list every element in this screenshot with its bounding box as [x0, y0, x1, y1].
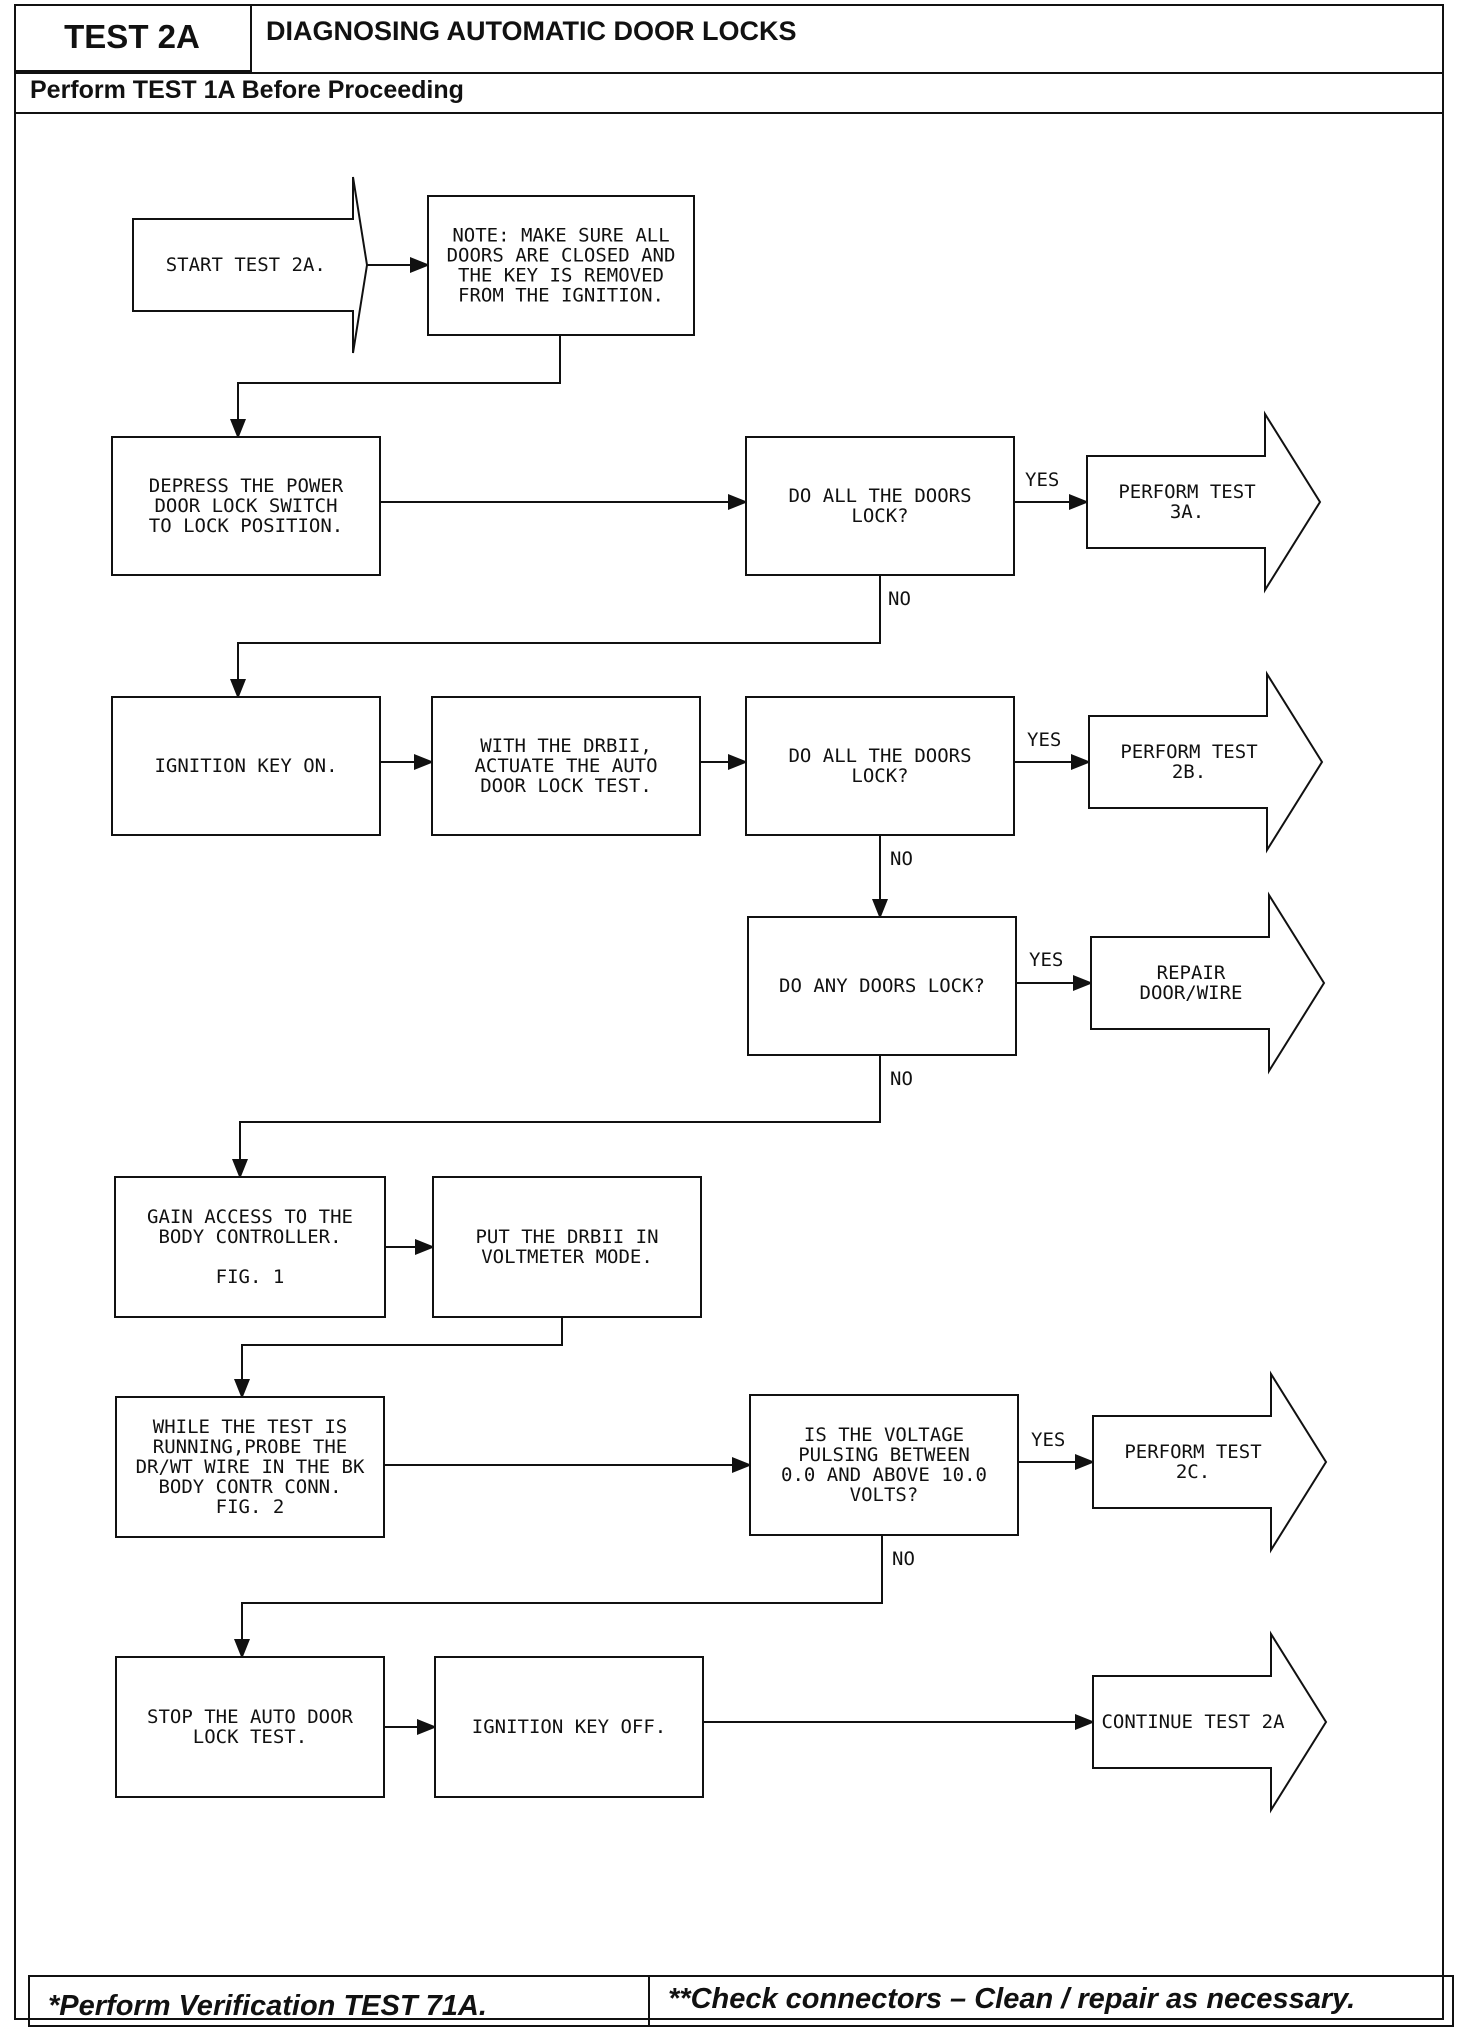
- gain_access-line-0: GAIN ACCESS TO THE: [147, 1206, 353, 1228]
- ign_off-box: [434, 1656, 704, 1798]
- res2-line-1: 2B.: [1172, 761, 1206, 783]
- q3-line-0: DO ANY DOORS LOCK?: [779, 975, 985, 997]
- res3-line-0: REPAIR: [1157, 962, 1226, 984]
- drb_auto-line-2: DOOR LOCK TEST.: [480, 775, 652, 797]
- res5-line-0: CONTINUE TEST 2A: [1101, 1711, 1285, 1733]
- q1-line-1: LOCK?: [851, 505, 908, 527]
- note-line-2: THE KEY IS REMOVED: [458, 265, 664, 287]
- voltmeter-line-1: VOLTMETER MODE.: [481, 1246, 653, 1268]
- probe-line-2: DR/WT WIRE IN THE BK: [136, 1456, 365, 1478]
- start-arrow-shape: [132, 176, 369, 354]
- q2-box: [745, 696, 1015, 836]
- q4-line-3: VOLTS?: [850, 1484, 919, 1506]
- probe-line-4: FIG. 2: [216, 1496, 285, 1518]
- ign_off-line-0: IGNITION KEY OFF.: [472, 1716, 666, 1738]
- header-divider: [14, 72, 1444, 74]
- ign_on-line-0: IGNITION KEY ON.: [154, 755, 337, 777]
- res4-line-0: PERFORM TEST: [1124, 1441, 1261, 1463]
- yes-label-2: YES: [1029, 949, 1063, 971]
- no-label-0: NO: [888, 588, 911, 610]
- stop-line-0: STOP THE AUTO DOOR: [147, 1706, 353, 1728]
- yes-label-1: YES: [1027, 729, 1061, 751]
- res1-arrow-shape: [1086, 410, 1322, 594]
- voltmeter-box: [432, 1176, 702, 1318]
- drb_auto-box: [431, 696, 701, 836]
- stop-box: [115, 1656, 385, 1798]
- probe-line-0: WHILE THE TEST IS: [153, 1416, 347, 1438]
- res1-line-0: PERFORM TEST: [1118, 481, 1255, 503]
- res2-line-0: PERFORM TEST: [1120, 741, 1257, 763]
- res2-arrow-shape: [1088, 670, 1324, 854]
- yes-label-0: YES: [1025, 469, 1059, 491]
- note-line-1: DOORS ARE CLOSED AND: [447, 245, 676, 267]
- probe-line-3: BODY CONTR CONN.: [158, 1476, 341, 1498]
- footer-connector-note: **Check connectors – Clean / repair as n…: [668, 1983, 1356, 2015]
- q3-box: [747, 916, 1017, 1056]
- gain_access-line-1: BODY CONTROLLER.: [158, 1226, 341, 1248]
- res3-line-1: DOOR/WIRE: [1140, 982, 1243, 1004]
- res5-arrow-shape: [1092, 1630, 1328, 1814]
- connector-15: [234, 1535, 883, 1659]
- header-divider-2: [14, 112, 1444, 114]
- depress-box: [111, 436, 381, 576]
- q4-line-0: IS THE VOLTAGE: [804, 1424, 964, 1446]
- prerequisite-note: Perform TEST 1A Before Proceeding: [30, 76, 464, 104]
- page-frame: [14, 4, 1444, 2020]
- drb_auto-line-0: WITH THE DRBII,: [480, 735, 652, 757]
- res4-arrow-shape: [1092, 1370, 1328, 1554]
- probe-line-1: RUNNING,PROBE THE: [153, 1436, 347, 1458]
- voltmeter-line-0: PUT THE DRBII IN: [475, 1226, 658, 1248]
- no-label-3: NO: [892, 1548, 915, 1570]
- depress-line-0: DEPRESS THE POWER: [149, 475, 344, 497]
- no-label-2: NO: [890, 1068, 913, 1090]
- q4-line-2: 0.0 AND ABOVE 10.0: [781, 1464, 987, 1486]
- page-title: DIAGNOSING AUTOMATIC DOOR LOCKS: [266, 16, 797, 46]
- start-line-0: START TEST 2A.: [166, 254, 326, 276]
- depress-line-1: DOOR LOCK SWITCH: [154, 495, 337, 517]
- footer-divider: [648, 1975, 650, 2027]
- gain_access-box: [114, 1176, 386, 1318]
- q1-line-0: DO ALL THE DOORS: [788, 485, 971, 507]
- q1-box: [745, 436, 1015, 576]
- connector-10: [232, 1055, 881, 1179]
- q2-line-0: DO ALL THE DOORS: [788, 745, 971, 767]
- res1-line-1: 3A.: [1170, 501, 1204, 523]
- yes-label-3: YES: [1031, 1429, 1065, 1451]
- q4-line-1: PULSING BETWEEN: [798, 1444, 970, 1466]
- drb_auto-line-1: ACTUATE THE AUTO: [474, 755, 657, 777]
- test-id: TEST 2A: [14, 4, 252, 72]
- footer-frame: [28, 1975, 1454, 2027]
- res3-arrow-shape: [1090, 891, 1326, 1075]
- q2-line-1: LOCK?: [851, 765, 908, 787]
- depress-line-2: TO LOCK POSITION.: [149, 515, 343, 537]
- stop-line-1: LOCK TEST.: [193, 1726, 307, 1748]
- connector-12: [234, 1317, 563, 1399]
- note-box: [427, 195, 695, 336]
- ign_on-box: [111, 696, 381, 836]
- connector-4: [230, 575, 881, 699]
- note-line-3: FROM THE IGNITION.: [458, 285, 664, 307]
- note-line-0: NOTE: MAKE SURE ALL: [452, 225, 669, 247]
- res4-line-1: 2C.: [1176, 1461, 1210, 1483]
- gain_access-line-3: FIG. 1: [216, 1266, 285, 1288]
- footer-verification-note: *Perform Verification TEST 71A.: [48, 1990, 487, 2022]
- no-label-1: NO: [890, 848, 913, 870]
- probe-box: [115, 1396, 385, 1538]
- connector-1: [230, 335, 561, 439]
- q4-box: [749, 1394, 1019, 1536]
